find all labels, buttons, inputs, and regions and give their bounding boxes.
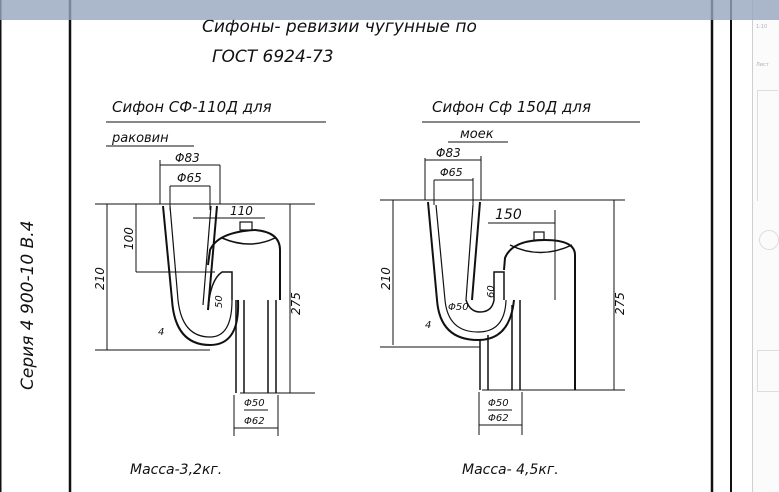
left-siphon: Сифон СФ-110Д для раковин Φ83 Φ65 110 21…	[93, 98, 326, 478]
dim-275: 275	[613, 292, 627, 315]
dim-210: 210	[379, 267, 393, 290]
thumbnail-text: 1:10	[756, 24, 768, 30]
dim-d50: Φ50	[244, 398, 265, 409]
title-line-1: Сифоны- ревизии чугунные по	[202, 17, 477, 37]
dim-r4: 4	[425, 320, 431, 331]
left-siphon-subtitle: раковин	[111, 131, 169, 146]
right-siphon-mass: Масса- 4,5кг.	[462, 462, 559, 478]
dim-275: 275	[289, 292, 303, 315]
dim-d50: Φ50	[488, 398, 509, 409]
dim-d83: Φ83	[175, 151, 200, 165]
dim-150: 150	[495, 207, 522, 223]
dim-d65: Φ65	[440, 166, 463, 179]
dim-d62: Φ62	[488, 413, 509, 424]
dim-d65: Φ65	[177, 171, 202, 185]
right-siphon: Сифон Сф 150Д для моек Φ83 Φ65 150 210 2…	[379, 98, 640, 478]
viewer-toolbar	[0, 0, 779, 20]
title-line-2: ГОСТ 6924-73	[212, 47, 334, 67]
left-siphon-title: Сифон СФ-110Д для	[112, 98, 272, 116]
dim-r50: 50	[214, 295, 225, 308]
dim-210: 210	[93, 267, 107, 290]
dim-r4: 4	[158, 327, 164, 338]
dim-d62: Φ62	[244, 416, 265, 427]
right-siphon-title: Сифон Сф 150Д для	[432, 98, 591, 116]
dim-d83: Φ83	[436, 146, 461, 160]
thumbnail-text: Лист	[756, 62, 769, 68]
left-siphon-mass: Масса-3,2кг.	[130, 462, 222, 478]
series-label: Серия 4 900-10 В.4	[18, 220, 38, 390]
dim-110: 110	[230, 204, 253, 218]
dim-100: 100	[122, 227, 136, 250]
next-page-thumbnail[interactable]: 1:10 Лист	[752, 0, 779, 492]
dim-r50: Φ50	[448, 302, 469, 313]
drawing-sheet: Серия 4 900-10 В.4 Сифоны- ревизии чугун…	[0, 0, 732, 492]
dim-r60: 60	[486, 285, 497, 298]
right-siphon-subtitle: моек	[460, 127, 494, 142]
